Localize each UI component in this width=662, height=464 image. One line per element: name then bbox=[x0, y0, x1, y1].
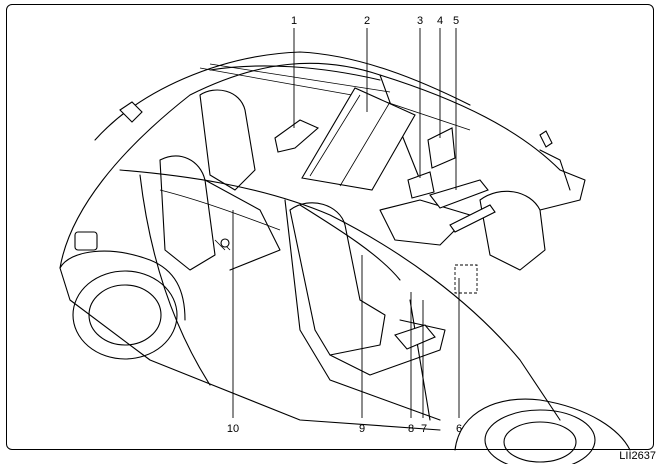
passenger-airbag bbox=[427, 127, 456, 169]
callout-3: 3 bbox=[417, 15, 423, 27]
diagram-frame bbox=[6, 4, 654, 450]
rear-module bbox=[274, 119, 320, 153]
rear-seat bbox=[159, 89, 281, 271]
driver-module bbox=[407, 171, 435, 199]
callout-numbers: 1 2 3 4 5 6 7 8 9 10 bbox=[227, 15, 462, 435]
front-wheel bbox=[454, 398, 631, 464]
rear-wheel bbox=[59, 250, 186, 360]
callout-6: 6 bbox=[456, 423, 462, 435]
callout-9: 9 bbox=[359, 423, 365, 435]
dash-bracket bbox=[449, 204, 496, 233]
anchor-bolt bbox=[220, 238, 230, 248]
car-body bbox=[59, 51, 586, 431]
curtain-airbag bbox=[301, 87, 416, 191]
instrument-panel bbox=[429, 179, 489, 209]
callout-1: 1 bbox=[291, 15, 297, 27]
callout-5: 5 bbox=[453, 15, 459, 27]
callout-7: 7 bbox=[421, 423, 427, 435]
door-openings bbox=[74, 174, 441, 421]
callout-10: 10 bbox=[227, 423, 239, 435]
figure-code: LII2637 bbox=[619, 450, 656, 462]
curtain-airbag-folds bbox=[309, 94, 391, 187]
sensor-area bbox=[454, 264, 478, 294]
rear-marker-light bbox=[74, 231, 98, 251]
callout-2: 2 bbox=[364, 15, 370, 27]
leader-lines bbox=[232, 28, 460, 418]
callout-8: 8 bbox=[408, 423, 414, 435]
callout-4: 4 bbox=[437, 15, 443, 27]
